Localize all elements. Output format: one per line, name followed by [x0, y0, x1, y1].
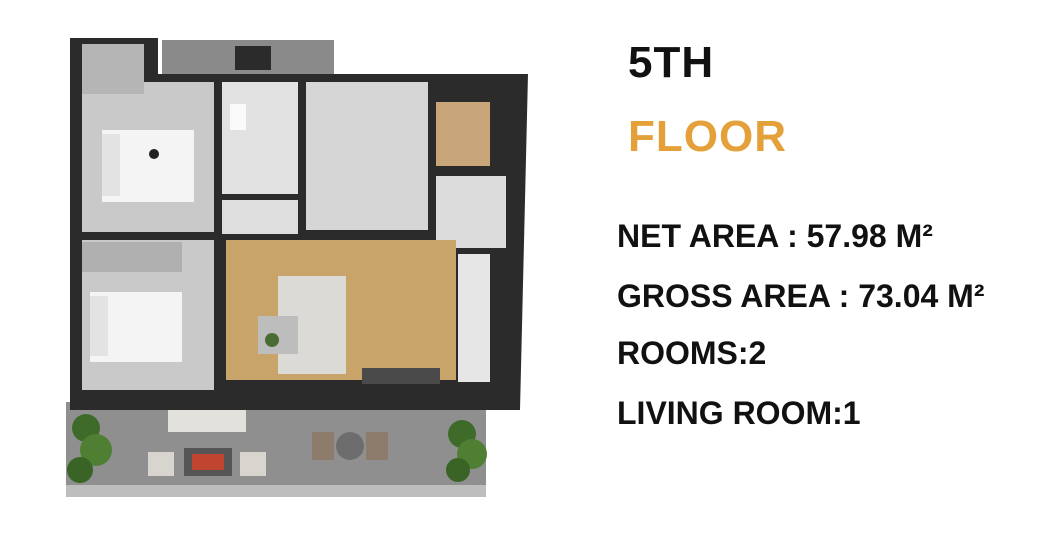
toilet [230, 104, 246, 130]
living-room-count: LIVING ROOM:1 [617, 395, 861, 431]
plant-right [446, 420, 487, 482]
hallway [306, 82, 428, 230]
laundry [222, 200, 298, 234]
net-area: NET AREA : 57.98 M² [617, 218, 933, 254]
bed-1-lamp [149, 149, 159, 159]
bed-1-pillows [102, 134, 120, 196]
floor-label: FLOOR [628, 112, 787, 161]
terrace [66, 402, 486, 494]
plant-left [67, 414, 112, 483]
entry [436, 176, 506, 248]
balcony-table [235, 46, 271, 70]
kitchen-counter [458, 254, 490, 382]
bedroom-2-wardrobe [82, 242, 182, 272]
gross-area: GROSS AREA : 73.04 M² [617, 278, 985, 314]
kitchen-stove [362, 368, 440, 384]
floor-number: 5TH [628, 38, 715, 87]
bistro-table [336, 432, 364, 460]
outdoor-sofa [168, 410, 246, 432]
fire-pit [192, 454, 224, 470]
terrace-edge [66, 485, 486, 497]
rooms-count: ROOMS:2 [617, 335, 767, 371]
bed-2-pillows [90, 296, 108, 356]
bathroom [222, 82, 298, 194]
storage-room [436, 102, 490, 166]
floor-plan [66, 38, 528, 497]
bistro-chair-2 [366, 432, 388, 460]
bistro-chair-1 [312, 432, 334, 460]
coffee-table [258, 316, 298, 354]
bedroom-1-closet [82, 44, 144, 94]
outdoor-chair-right [240, 452, 266, 476]
living-plant [265, 333, 279, 347]
outdoor-chair-left [148, 452, 174, 476]
